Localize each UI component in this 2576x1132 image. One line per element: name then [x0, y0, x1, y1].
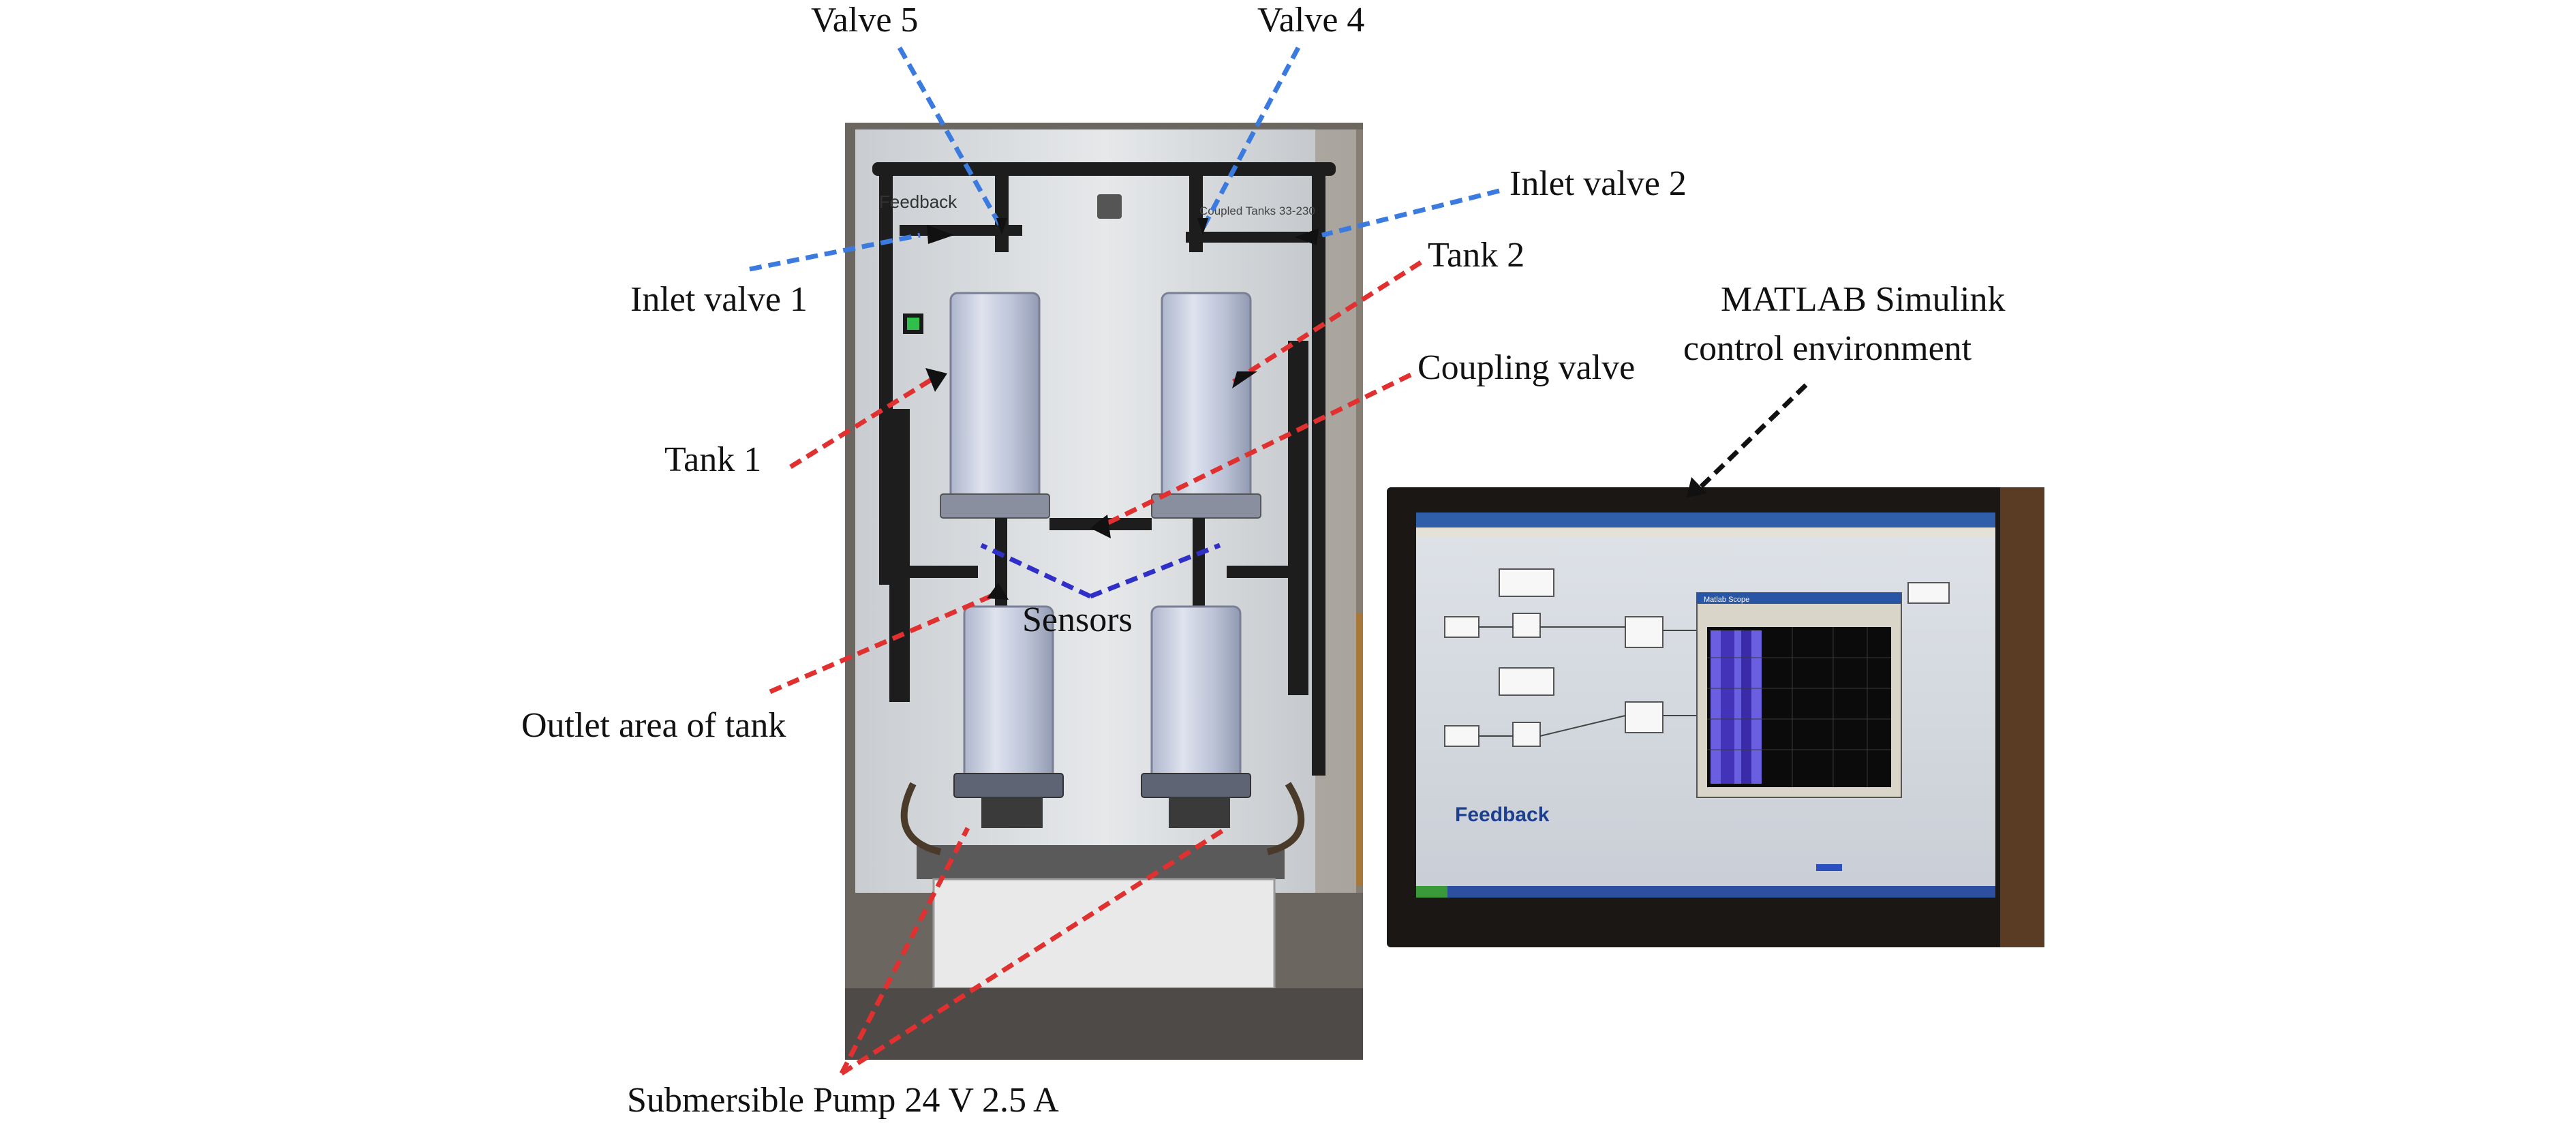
leader-valve-4	[1200, 46, 1301, 230]
rig-brand-text: Feedback	[879, 192, 957, 212]
upper-tank-1	[949, 292, 1041, 506]
upper-tank-2	[1161, 292, 1252, 506]
label-valve-5: Valve 5	[811, 1, 919, 40]
leader-sensors-left	[980, 542, 1092, 599]
rig-photo: Feedback Coupled Tanks 33-230	[845, 123, 1363, 1060]
scope-title: Matlab Scope	[1704, 596, 1749, 604]
sump-tank	[932, 878, 1276, 990]
leader-valve-5	[897, 46, 1005, 230]
label-outlet-area: Outlet area of tank	[521, 706, 786, 745]
arrowhead-tank-1	[925, 368, 947, 392]
leader-pump-left	[839, 827, 970, 1075]
leader-sensors-right	[1089, 542, 1221, 599]
arrowhead-tank-2	[1232, 371, 1257, 388]
rig-panel-title: Coupled Tanks 33-230	[1199, 204, 1315, 217]
lower-tank-2	[1150, 605, 1242, 785]
leader-lines	[749, 46, 1808, 1075]
arrowhead-inlet-2	[1295, 228, 1319, 245]
leader-inlet-valve-1	[749, 232, 921, 272]
label-inlet-valve-2: Inlet valve 2	[1509, 164, 1687, 203]
rig-panel	[855, 129, 1356, 893]
label-sensors: Sensors	[1022, 600, 1133, 639]
label-matlab-line-2: control environment	[1683, 329, 1972, 368]
label-matlab-line-1: MATLAB Simulink	[1721, 280, 2006, 319]
arrowhead-outlet	[987, 583, 1009, 600]
arrowhead-valve-5	[996, 218, 1007, 235]
label-coupling-valve: Coupling valve	[1417, 348, 1636, 387]
leader-outlet-area	[769, 590, 1000, 694]
monitor-brand-text: Feedback	[1455, 804, 1550, 826]
leader-inlet-valve-2	[1321, 188, 1500, 238]
leader-matlab	[1695, 383, 1808, 493]
label-valve-4: Valve 4	[1257, 1, 1365, 40]
arrowhead-matlab	[1687, 477, 1707, 498]
arrowhead-coupling	[1090, 515, 1111, 538]
arrowhead-inlet-1	[927, 225, 954, 244]
arrowhead-valve-4	[1197, 218, 1208, 235]
leader-tank-1	[789, 376, 935, 469]
label-pump: Submersible Pump 24 V 2.5 A	[627, 1081, 1059, 1120]
label-tank-1: Tank 1	[664, 440, 762, 479]
label-inlet-valve-1: Inlet valve 1	[630, 280, 808, 319]
monitor-photo: Matlab Scope Feedback	[1387, 487, 2044, 947]
label-tank-2: Tank 2	[1428, 236, 1525, 275]
